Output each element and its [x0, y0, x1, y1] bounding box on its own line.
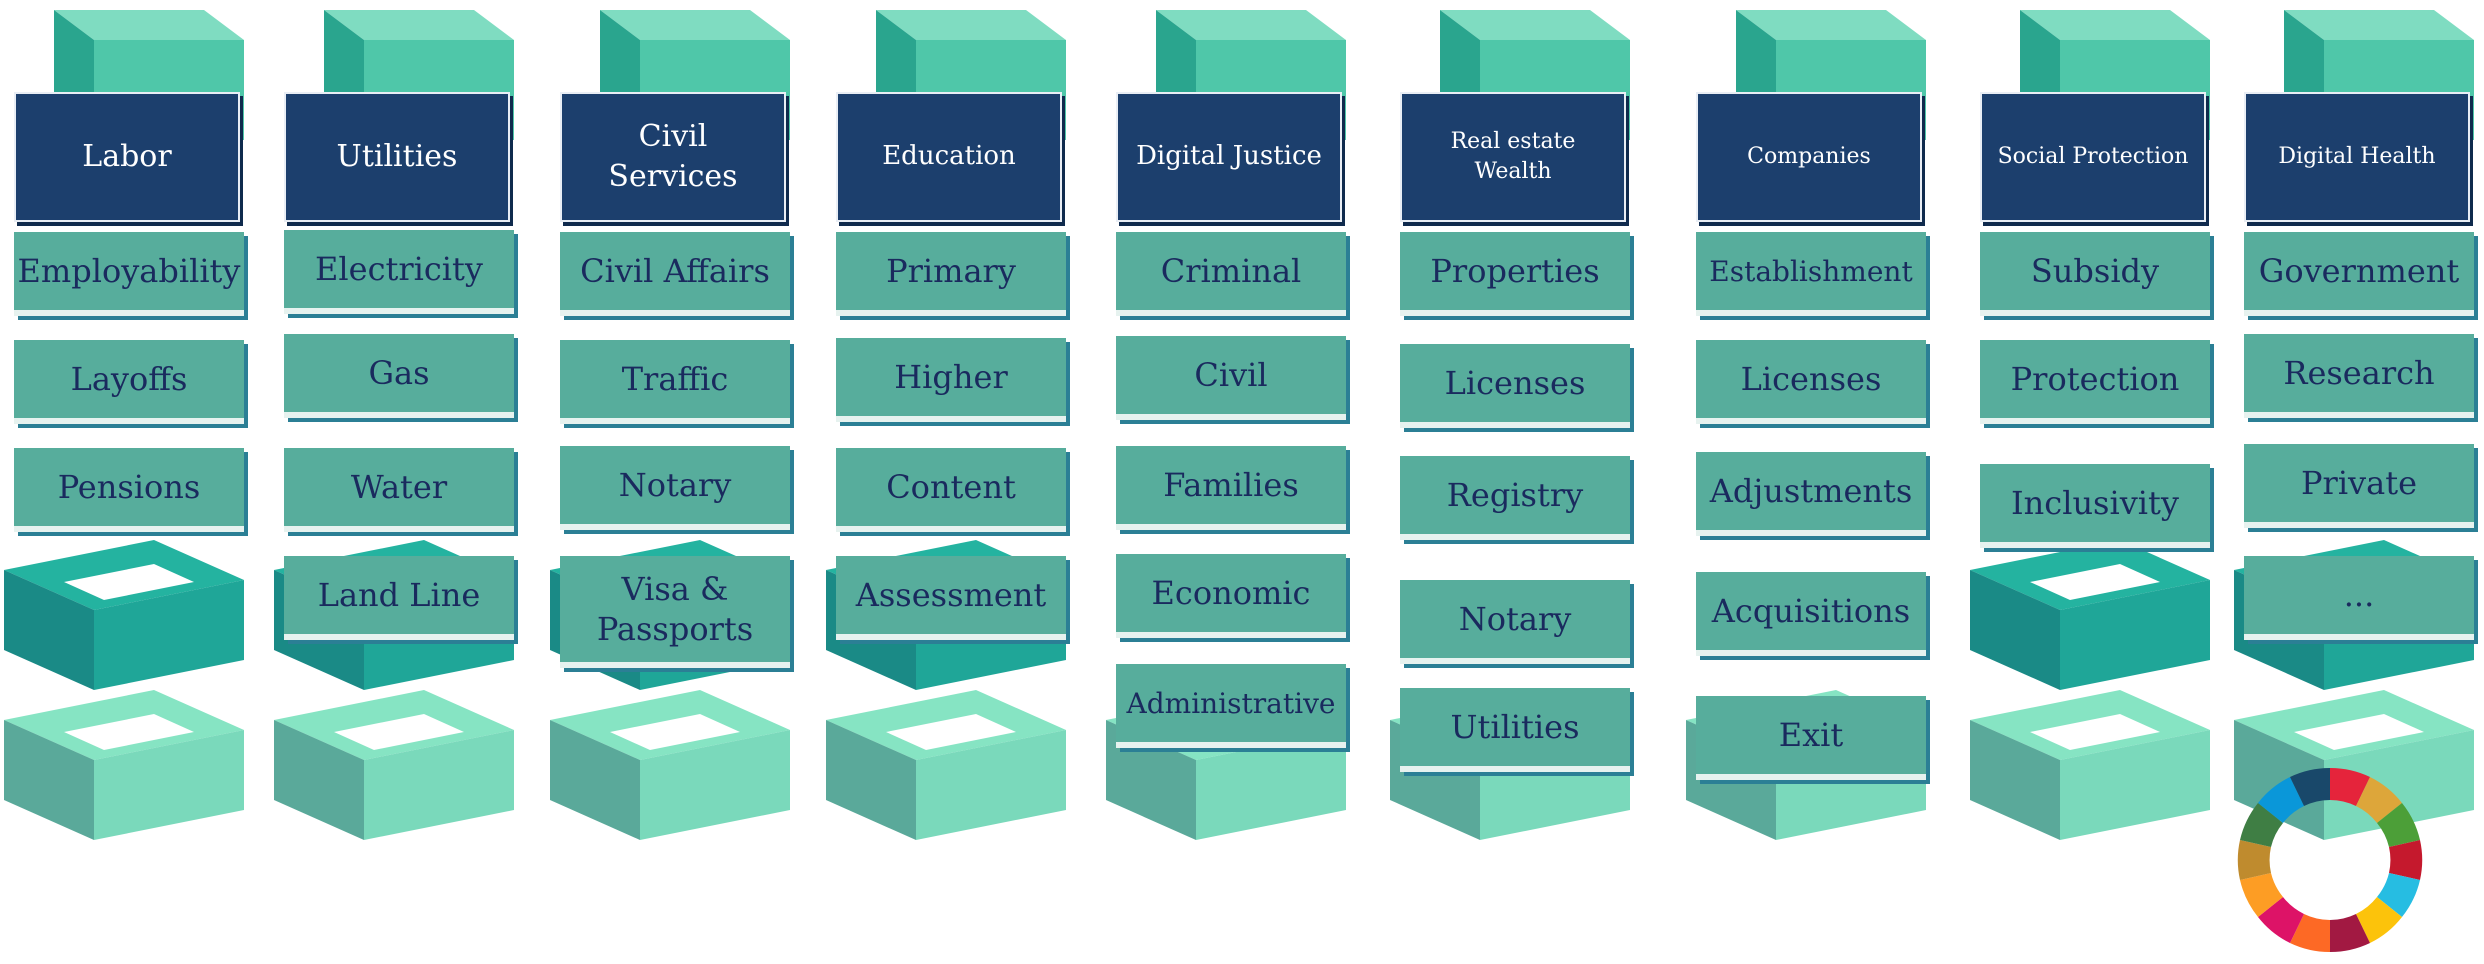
- service-card: Subsidy: [1980, 232, 2210, 316]
- tray-dark: [1970, 540, 2210, 690]
- service-card: Pensions: [14, 448, 244, 532]
- service-card: Families: [1116, 446, 1346, 530]
- tray-light: [826, 690, 1066, 840]
- service-card: Economic: [1116, 554, 1346, 638]
- tray-light: [274, 690, 514, 840]
- column-digital-justice: Digital Justice Criminal Civil Families …: [1106, 0, 1356, 959]
- column-utilities: Utilities Electricity Gas Water Land Lin…: [274, 0, 524, 959]
- service-card: Licenses: [1696, 340, 1926, 424]
- service-card: Inclusivity: [1980, 464, 2210, 548]
- column-social-protection: Social Protection Subsidy Protection Inc…: [1970, 0, 2220, 959]
- column-labor: Labor Employability Layoffs Pensions: [4, 0, 254, 959]
- service-card: Administrative: [1116, 664, 1346, 748]
- service-card: Electricity: [284, 230, 514, 314]
- tray-light: [2234, 690, 2474, 840]
- service-card: Visa & Passports: [560, 556, 790, 668]
- service-card: Water: [284, 448, 514, 532]
- column-companies: Companies Establishment Licenses Adjustm…: [1686, 0, 1936, 959]
- service-card: Registry: [1400, 456, 1630, 540]
- service-card: Gas: [284, 334, 514, 418]
- service-card: Government: [2244, 232, 2474, 316]
- column-education: Education Primary Higher Content Assessm…: [826, 0, 1076, 959]
- service-card: Notary: [560, 446, 790, 530]
- service-card: Research: [2244, 334, 2474, 418]
- column-title: Utilities: [284, 92, 510, 222]
- service-card: Layoffs: [14, 340, 244, 424]
- service-card: Utilities: [1400, 688, 1630, 772]
- service-card: Private: [2244, 444, 2474, 528]
- service-card: Land Line: [284, 556, 514, 640]
- service-card: Criminal: [1116, 232, 1346, 316]
- tray-light: [550, 690, 790, 840]
- service-card: Civil Affairs: [560, 232, 790, 316]
- column-title: Real estate Wealth: [1400, 92, 1626, 222]
- tray-dark: [4, 540, 244, 690]
- column-title: Companies: [1696, 92, 1922, 222]
- service-card: Traffic: [560, 340, 790, 424]
- tray-light: [4, 690, 244, 840]
- service-card: Properties: [1400, 232, 1630, 316]
- service-card: Acquisitions: [1696, 572, 1926, 656]
- service-card: Assessment: [836, 556, 1066, 640]
- column-real-estate-wealth: Real estate Wealth Properties Licenses R…: [1390, 0, 1640, 959]
- service-card: Higher: [836, 338, 1066, 422]
- service-card: ...: [2244, 556, 2474, 640]
- service-card: Adjustments: [1696, 452, 1926, 536]
- column-title: Social Protection: [1980, 92, 2206, 222]
- service-card: Primary: [836, 232, 1066, 316]
- sdg-wheel-icon: [2230, 760, 2430, 960]
- column-title: Digital Justice: [1116, 92, 1342, 222]
- service-card: Civil: [1116, 336, 1346, 420]
- service-card: Protection: [1980, 340, 2210, 424]
- column-civil-services: Civil Services Civil Affairs Traffic Not…: [550, 0, 800, 959]
- service-card: Licenses: [1400, 344, 1630, 428]
- service-card: Content: [836, 448, 1066, 532]
- service-card: Employability: [14, 232, 244, 316]
- column-title: Education: [836, 92, 1062, 222]
- tray-light: [1970, 690, 2210, 840]
- service-card: Establishment: [1696, 232, 1926, 316]
- column-title: Digital Health: [2244, 92, 2470, 222]
- service-card: Notary: [1400, 580, 1630, 664]
- column-title: Labor: [14, 92, 240, 222]
- column-digital-health: Digital Health Government Research Priva…: [2234, 0, 2484, 959]
- column-title: Civil Services: [560, 92, 786, 222]
- service-card: Exit: [1696, 696, 1926, 780]
